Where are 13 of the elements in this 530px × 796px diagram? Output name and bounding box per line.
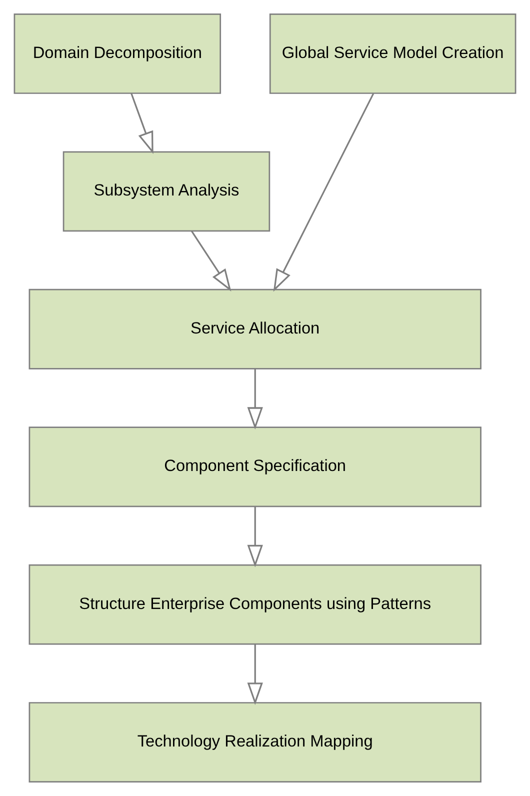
arrow — [247, 644, 263, 705]
arrow — [190, 230, 232, 292]
node-box: Technology Realization Mapping — [28, 702, 482, 783]
node-box: Component Specification — [28, 426, 482, 508]
node-box: Structure Enterprise Components using Patterns — [28, 564, 482, 645]
node-box: Global Service Model Creation — [269, 13, 516, 94]
node-box: Subsystem Analysis — [62, 151, 270, 232]
node-box: Service Allocation — [28, 288, 482, 370]
arrow — [130, 93, 154, 154]
arrow — [273, 93, 374, 292]
node-box: Domain Decomposition — [14, 13, 222, 94]
arrow — [247, 506, 263, 568]
arrow — [247, 368, 263, 430]
